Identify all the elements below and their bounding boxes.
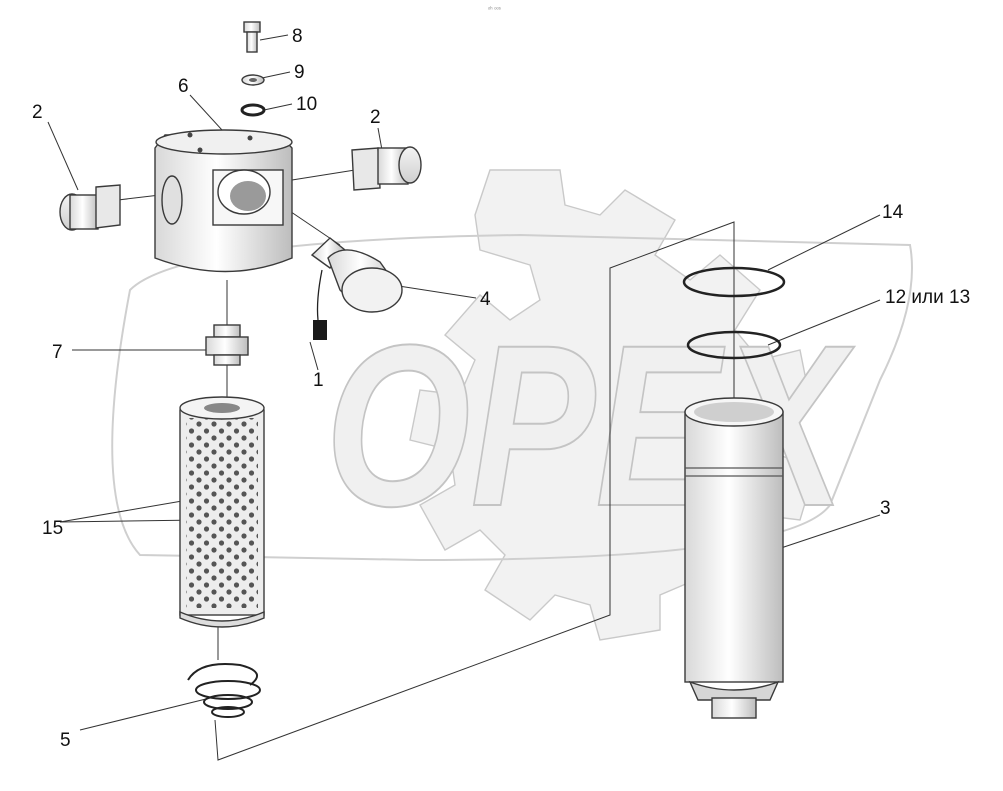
callout-5: 5 [60, 730, 71, 751]
seal-ring-medium [686, 330, 782, 360]
callout-8: 8 [292, 26, 303, 47]
filter-element [179, 396, 265, 628]
fitting-right [351, 146, 422, 191]
washer-hole [249, 78, 257, 82]
nipple [205, 324, 249, 366]
callout-4: 4 [480, 289, 491, 310]
callout-10: 10 [296, 94, 317, 115]
o-ring-small [240, 103, 266, 117]
corner-mark: ᵒʰ ᵒᵒˢ [488, 6, 501, 13]
callout-3: 3 [880, 498, 891, 519]
callout-7: 7 [52, 342, 63, 363]
connector [313, 320, 327, 340]
callout-2-right: 2 [370, 107, 381, 128]
watermark-ring [111, 233, 913, 562]
callout-15: 15 [42, 518, 63, 539]
seal-ring-large [682, 266, 786, 298]
callout-2-left: 2 [32, 102, 43, 123]
callout-12-13: 12 или 13 [885, 287, 970, 308]
callout-6: 6 [178, 76, 189, 97]
callout-labels: 8 9 10 6 2 2 14 12 или 13 4 7 1 15 3 5 [32, 26, 970, 751]
bolt [243, 21, 261, 53]
callout-14: 14 [882, 202, 904, 223]
callout-1: 1 [313, 370, 324, 391]
filter-bowl [684, 397, 784, 719]
filter-head-housing [154, 129, 293, 273]
clogging-indicator [310, 237, 403, 321]
spring [187, 663, 261, 718]
callout-9: 9 [294, 62, 305, 83]
fitting-left [59, 184, 121, 231]
